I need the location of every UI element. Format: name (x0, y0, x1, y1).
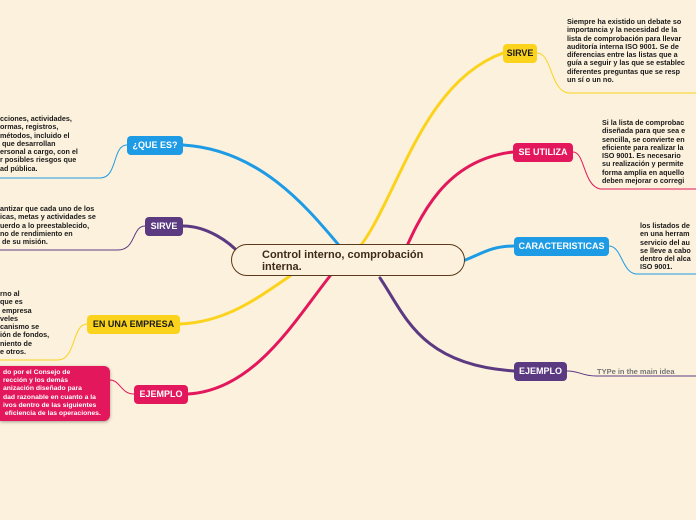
connector-sirve-right-note (536, 52, 696, 94)
note-en-una-empresa: rno al que es empresa veles canismo se i… (0, 290, 50, 357)
connector-se-utiliza-note (572, 151, 696, 190)
topic-en-una-empresa[interactable]: EN UNA EMPRESA (87, 315, 180, 334)
note-se-utiliza: Si la lista de comprobac diseñada para q… (602, 119, 686, 186)
connector-caracteristicas-note (608, 245, 696, 275)
topic-ejemplo-left[interactable]: EJEMPLO (134, 385, 188, 404)
note-que-es: cciones, actividades, ormas, registros, … (0, 115, 78, 173)
note-sirve-left: antizar que cada uno de los icas, metas … (0, 205, 96, 247)
connector-ejemplo-right (378, 276, 516, 373)
connector-sirve-left-note (0, 225, 146, 251)
topic-ejemplo-right[interactable]: EJEMPLO (514, 362, 567, 381)
note-caracteristicas: los listados de en una herram servicio d… (640, 222, 691, 272)
ejemplo-placeholder-text[interactable]: TYPe in the main idea (597, 367, 675, 376)
topic-caracteristicas[interactable]: CARACTERISTICAS (514, 237, 609, 256)
connector-en-una-empresa-note (0, 323, 88, 361)
connector-caracteristicas (458, 244, 516, 264)
connector-en-una-empresa (178, 274, 292, 326)
note-ejemplo-left-box: do por el Consejo de rección y los demás… (0, 366, 110, 421)
topic-que-es[interactable]: ¿QUE ES? (127, 136, 183, 155)
topic-se-utiliza[interactable]: SE UTILIZA (513, 143, 573, 162)
central-topic-label: Control interno, comprobación interna. (262, 249, 424, 273)
connector-sirve-right (348, 51, 505, 260)
connector-ejemplo-left-note (109, 379, 135, 395)
connector-ejemplo-left (186, 274, 332, 396)
topic-sirve-right[interactable]: SIRVE (503, 44, 537, 63)
topic-sirve-left[interactable]: SIRVE (145, 217, 183, 236)
central-topic[interactable]: Control interno, comprobación interna. (231, 244, 465, 276)
note-sirve-right: Siempre ha existido un debate so importa… (567, 18, 685, 85)
connector-ejemplo-right-note (566, 370, 696, 377)
connector-que-es (181, 143, 352, 260)
note-ejemplo-left: do por el Consejo de rección y los demás… (3, 369, 101, 418)
connector-que-es-note (0, 144, 128, 179)
